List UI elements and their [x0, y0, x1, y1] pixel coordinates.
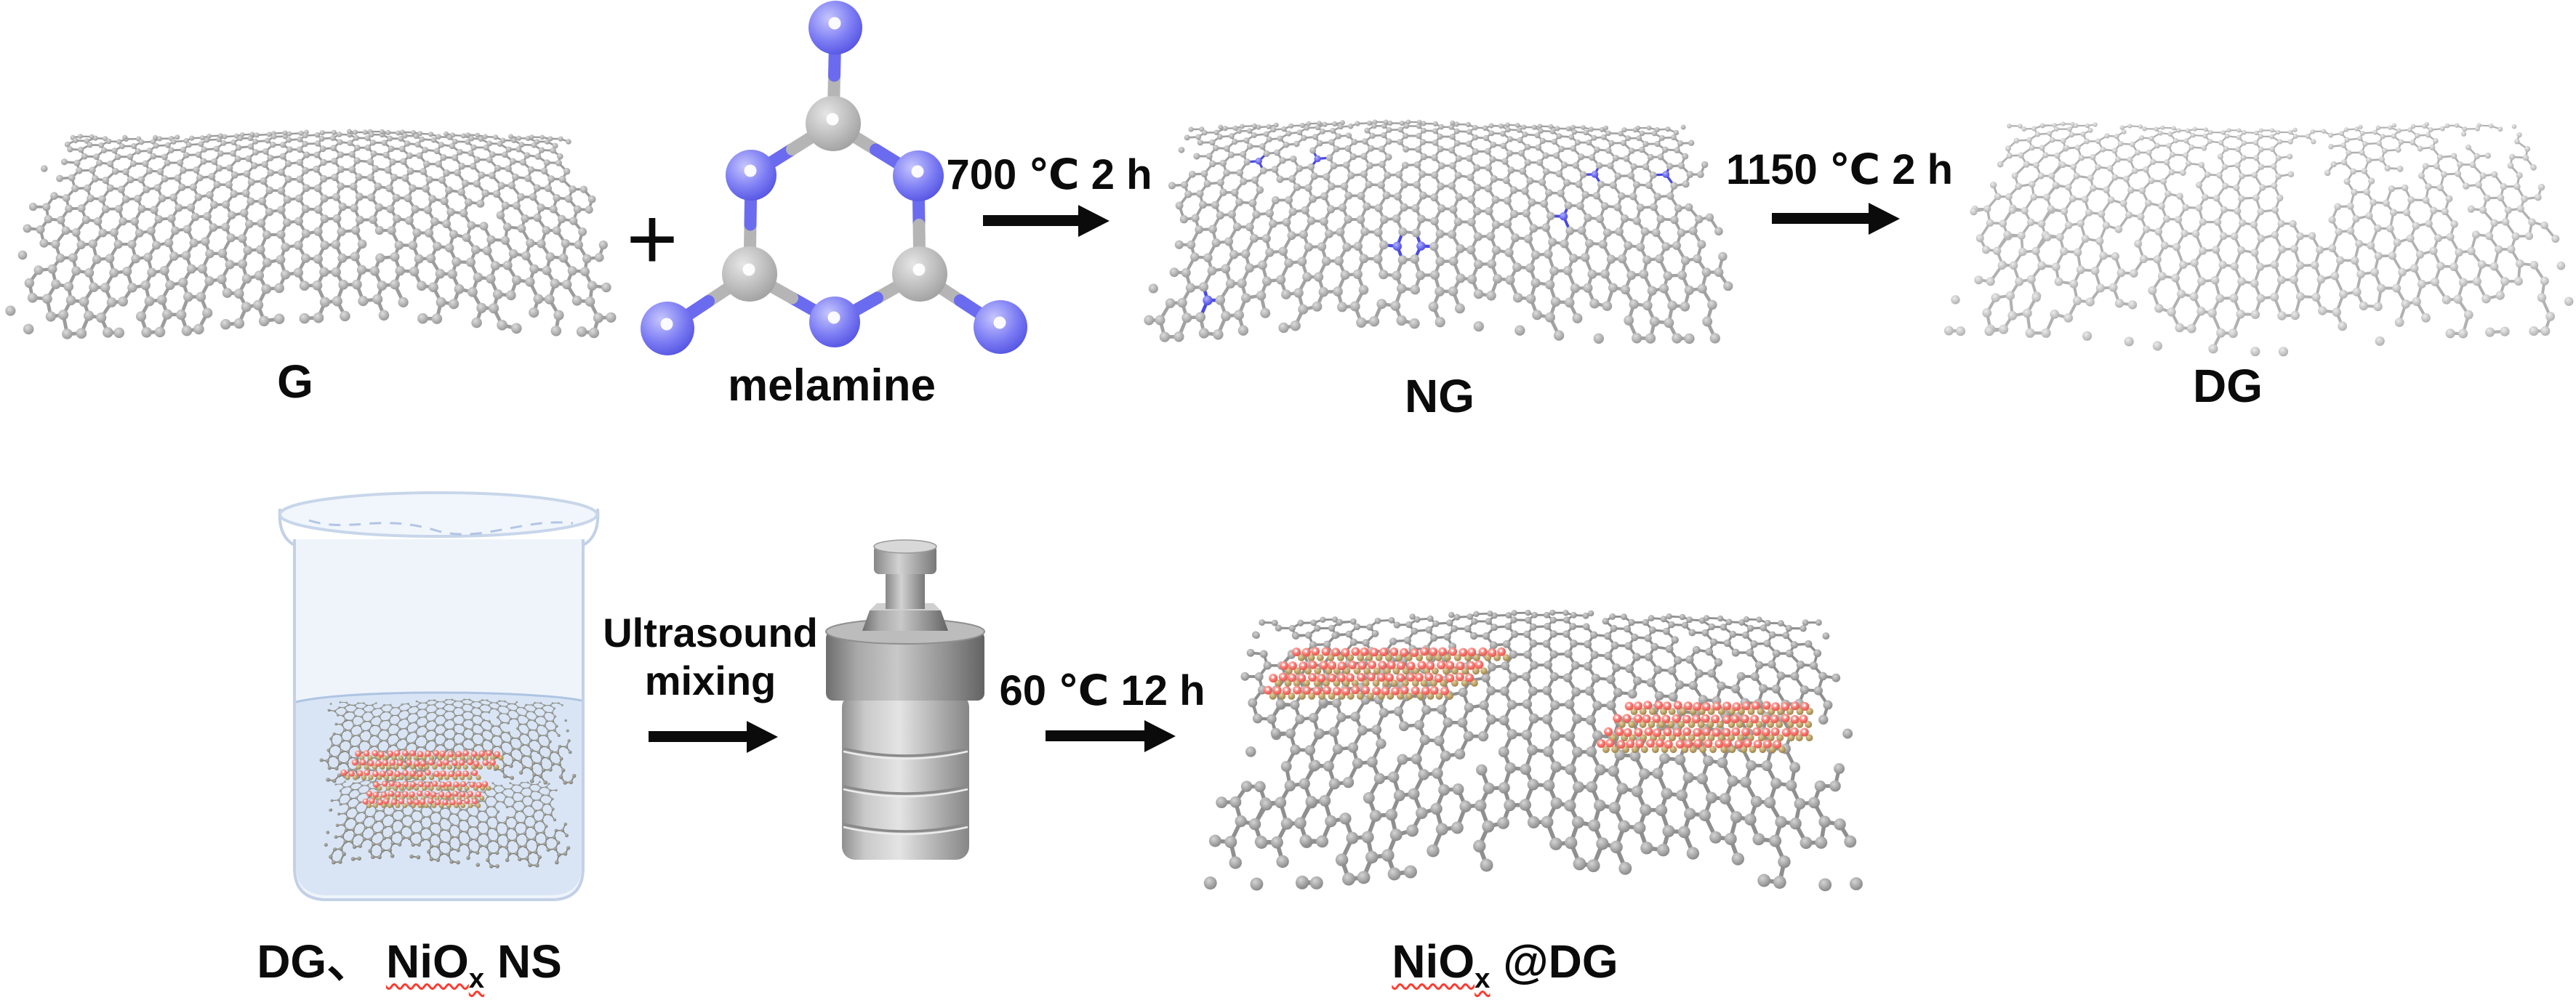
label-product-sub: x [1474, 962, 1490, 994]
condition-step4: 60 ℃ 12 h [999, 667, 1205, 714]
label-mixture: DG、 NiOx NS [257, 935, 562, 992]
mini-graphene-sheet-model [319, 698, 577, 785]
condition-step2: 1150 ℃ 2 h [1725, 146, 1954, 193]
plus-sign: + [626, 189, 678, 288]
label-melamine: melamine [727, 360, 936, 411]
autoclave-illustration [825, 539, 985, 860]
melamine-molecule-model [641, 1, 1027, 355]
label-mixture-suffix: NS [484, 935, 562, 988]
reaction-arrow-icon [1772, 213, 1869, 224]
reaction-arrow-icon [983, 215, 1078, 226]
label-product-chem: NiO [1392, 935, 1475, 988]
label-mixture-prefix: DG、 [257, 935, 386, 988]
graphene-sheet-model [5, 129, 617, 339]
label-graphene: G [277, 355, 313, 408]
condition-step1: 700 ℃ 2 h [946, 151, 1152, 198]
reaction-arrow-icon [649, 731, 747, 742]
niox-nanosheet-model [362, 781, 491, 809]
niox-nanosheet-model [1597, 701, 1814, 754]
mini-graphene-sheet-model [324, 778, 571, 868]
label-mixture-chem: NiO [385, 935, 469, 988]
niox-nanosheet-model [340, 749, 504, 781]
label-defective-graphene: DG [2193, 360, 2263, 412]
label-nitrogen-doped-graphene: NG [1405, 370, 1474, 422]
condition-step3-line2: mixing [644, 658, 777, 704]
beaker-illustration [278, 491, 600, 901]
label-mixture-sub: x [468, 962, 485, 994]
label-product-suffix: @DG [1490, 935, 1618, 988]
condition-step3: Ultrasound mixing [603, 609, 818, 705]
nitrogen-doped-graphene-model [1144, 119, 1733, 344]
label-product: NiOx @DG [1392, 935, 1618, 992]
niox-nanosheet-model [1264, 647, 1510, 700]
niox-dg-product-model [1203, 609, 1863, 892]
reaction-arrow-icon [1046, 730, 1144, 741]
condition-step3-line1: Ultrasound [603, 610, 818, 656]
defective-graphene-model [1943, 121, 2574, 357]
